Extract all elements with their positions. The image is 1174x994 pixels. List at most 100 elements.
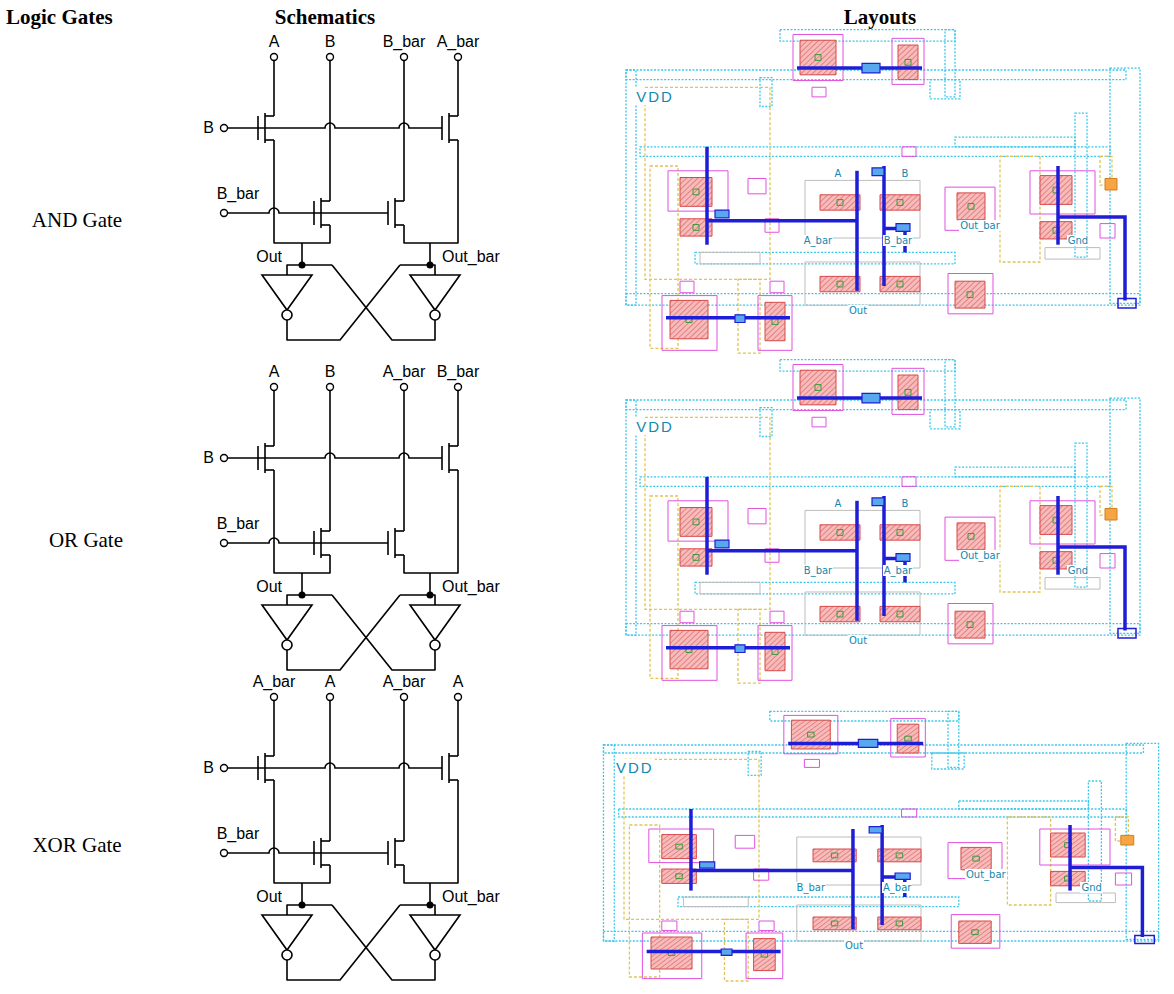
wire: [287, 905, 332, 915]
well-outline: [1000, 156, 1040, 262]
pin-box: [1135, 935, 1154, 943]
diffusion-region: [1040, 176, 1072, 205]
pin-terminal: [455, 384, 462, 391]
select-outline: [793, 34, 843, 80]
transistor-gate: [387, 201, 389, 225]
select-outline: [892, 368, 924, 414]
contact-square: [808, 732, 814, 737]
metal-outline: [780, 30, 955, 42]
signal-name: A: [325, 673, 336, 691]
transistor-drain: [265, 139, 274, 141]
contact-square: [815, 55, 821, 61]
contact-square: [772, 649, 778, 655]
transistor-source: [321, 200, 330, 202]
wire: [404, 470, 458, 573]
contact-square: [772, 319, 778, 325]
layout-label: B: [901, 168, 910, 179]
inverter-symbol: [262, 275, 312, 310]
transistor-source: [265, 115, 274, 117]
metal-outline: [760, 78, 772, 107]
transistor-source: [395, 200, 404, 202]
signal-name: B_bar: [217, 515, 260, 533]
select-outline: [793, 364, 843, 410]
signal-name: A: [269, 33, 280, 51]
transistor-gate: [257, 116, 259, 140]
poly-line: [705, 147, 709, 245]
transistor-gate: [313, 531, 315, 555]
transistor-channel: [320, 528, 322, 558]
gate-wire: [228, 123, 442, 128]
poly-line: [1070, 867, 1142, 937]
transistor-gate: [441, 446, 443, 470]
poly-line: [691, 869, 853, 873]
transistor-gate: [387, 531, 389, 555]
contact-square: [896, 921, 902, 926]
select-outline: [662, 626, 717, 681]
contact-square: [897, 200, 903, 206]
poly-line: [707, 219, 857, 223]
layout-label: B_bar: [803, 565, 833, 576]
pin-terminal: [401, 384, 408, 391]
layout-label: VDD: [635, 418, 675, 435]
select-outline: [680, 281, 694, 293]
signal-name: Out: [256, 578, 282, 596]
signal-name: B_bar: [437, 363, 480, 381]
column-header: Logic Gates: [6, 5, 113, 30]
layout-label: Out_bar: [959, 220, 1001, 231]
signal-name: A: [269, 363, 280, 381]
layout-label: VDD: [635, 88, 675, 105]
pin-terminal: [327, 54, 334, 61]
poly-line: [880, 825, 884, 925]
metal-outline: [955, 137, 1075, 147]
select-outline: [748, 178, 766, 193]
active-outline: [805, 592, 920, 635]
junction-dot: [427, 902, 434, 909]
via-contact: [715, 540, 729, 548]
select-outline: [770, 281, 784, 293]
signal-name: Out: [256, 248, 282, 266]
layout-label: Out_bar: [959, 550, 1001, 561]
gate-wire: [228, 763, 442, 768]
select-outline: [668, 501, 728, 541]
wire: [329, 60, 331, 201]
well-outline: [1000, 486, 1040, 592]
select-outline: [951, 915, 1000, 949]
contact-square: [693, 225, 699, 231]
diffusion-region: [1051, 833, 1086, 857]
layout-label: A_bar: [882, 882, 912, 893]
active-outline: [805, 262, 920, 305]
layout-label: A_bar: [883, 565, 913, 576]
diffusion-region: [898, 45, 918, 80]
layout-label: Gnd: [1080, 882, 1102, 893]
select-outline: [662, 296, 717, 351]
transistor-gate: [257, 756, 259, 780]
via-contact: [715, 210, 729, 218]
signal-name: Out_bar: [442, 248, 500, 266]
poly-line: [689, 809, 693, 891]
wire: [274, 780, 330, 883]
signal-name: A_bar: [437, 33, 480, 51]
diffusion-region: [765, 632, 785, 670]
contact-square: [837, 530, 843, 536]
poly-line: [647, 950, 781, 954]
active-outline: [797, 905, 921, 941]
select-outline: [1100, 224, 1115, 238]
active-outline: [1056, 893, 1115, 903]
transistor-drain: [449, 469, 458, 471]
select-outline: [770, 611, 784, 623]
contact-square: [837, 200, 843, 206]
poly-line: [882, 166, 886, 286]
pin-terminal: [401, 694, 408, 701]
active-outline: [700, 252, 760, 264]
metal-outline: [760, 408, 772, 437]
layout-label: Gnd: [1067, 565, 1089, 576]
pin-terminal: [271, 384, 278, 391]
poly-line: [797, 66, 922, 70]
contact-square: [968, 533, 974, 539]
metal-outline: [640, 477, 1110, 487]
layout-label: B_bar: [796, 882, 826, 893]
diffusion-region: [880, 525, 920, 540]
contact-square: [897, 530, 903, 536]
via-contact: [735, 315, 745, 323]
signal-name: Out_bar: [442, 888, 500, 906]
